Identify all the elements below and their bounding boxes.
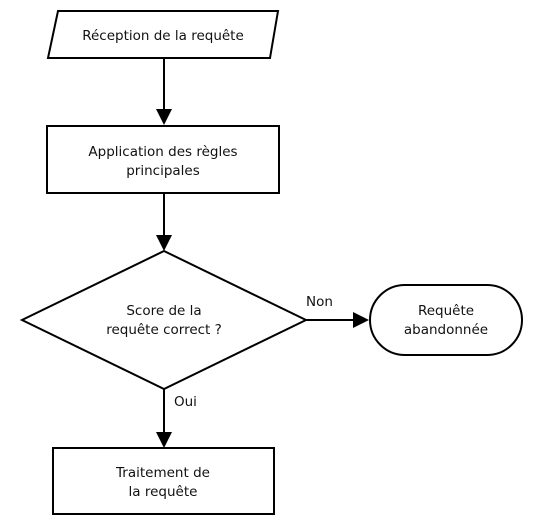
process-box (52, 447, 275, 515)
arrowhead-processing (156, 432, 172, 448)
node-abandoned-label-line2: abandonnée (404, 322, 488, 338)
parallelogram-shape (46, 10, 280, 59)
node-rules: Application des règles principales (46, 125, 280, 194)
node-reception: Réception de la requête (46, 10, 280, 59)
node-rules-label-line1: Application des règles (88, 144, 237, 160)
edge-label-yes: Oui (174, 394, 197, 410)
node-abandoned-label-line1: Requête (418, 303, 474, 319)
connectors (156, 58, 369, 448)
node-processing-label-line2: la requête (129, 484, 198, 500)
arrowhead-decision (156, 235, 172, 251)
terminal-box (369, 284, 523, 356)
node-decision-label-line1: Score de la (126, 303, 201, 319)
edge-label-no: Non (306, 294, 333, 310)
process-box (46, 125, 280, 194)
decision-diamond (19, 249, 309, 391)
node-rules-label-line2: principales (126, 163, 200, 179)
node-processing-label-line1: Traitement de (115, 465, 210, 481)
node-processing: Traitement de la requête (52, 447, 275, 515)
arrowhead-rules (156, 109, 172, 125)
arrowhead-abandoned (353, 312, 369, 328)
node-reception-label: Réception de la requête (82, 28, 244, 44)
node-abandoned: Requête abandonnée (369, 284, 523, 356)
node-decision-label-line2: requête correct ? (106, 322, 222, 338)
node-decision: Score de la requête correct ? (19, 249, 309, 391)
